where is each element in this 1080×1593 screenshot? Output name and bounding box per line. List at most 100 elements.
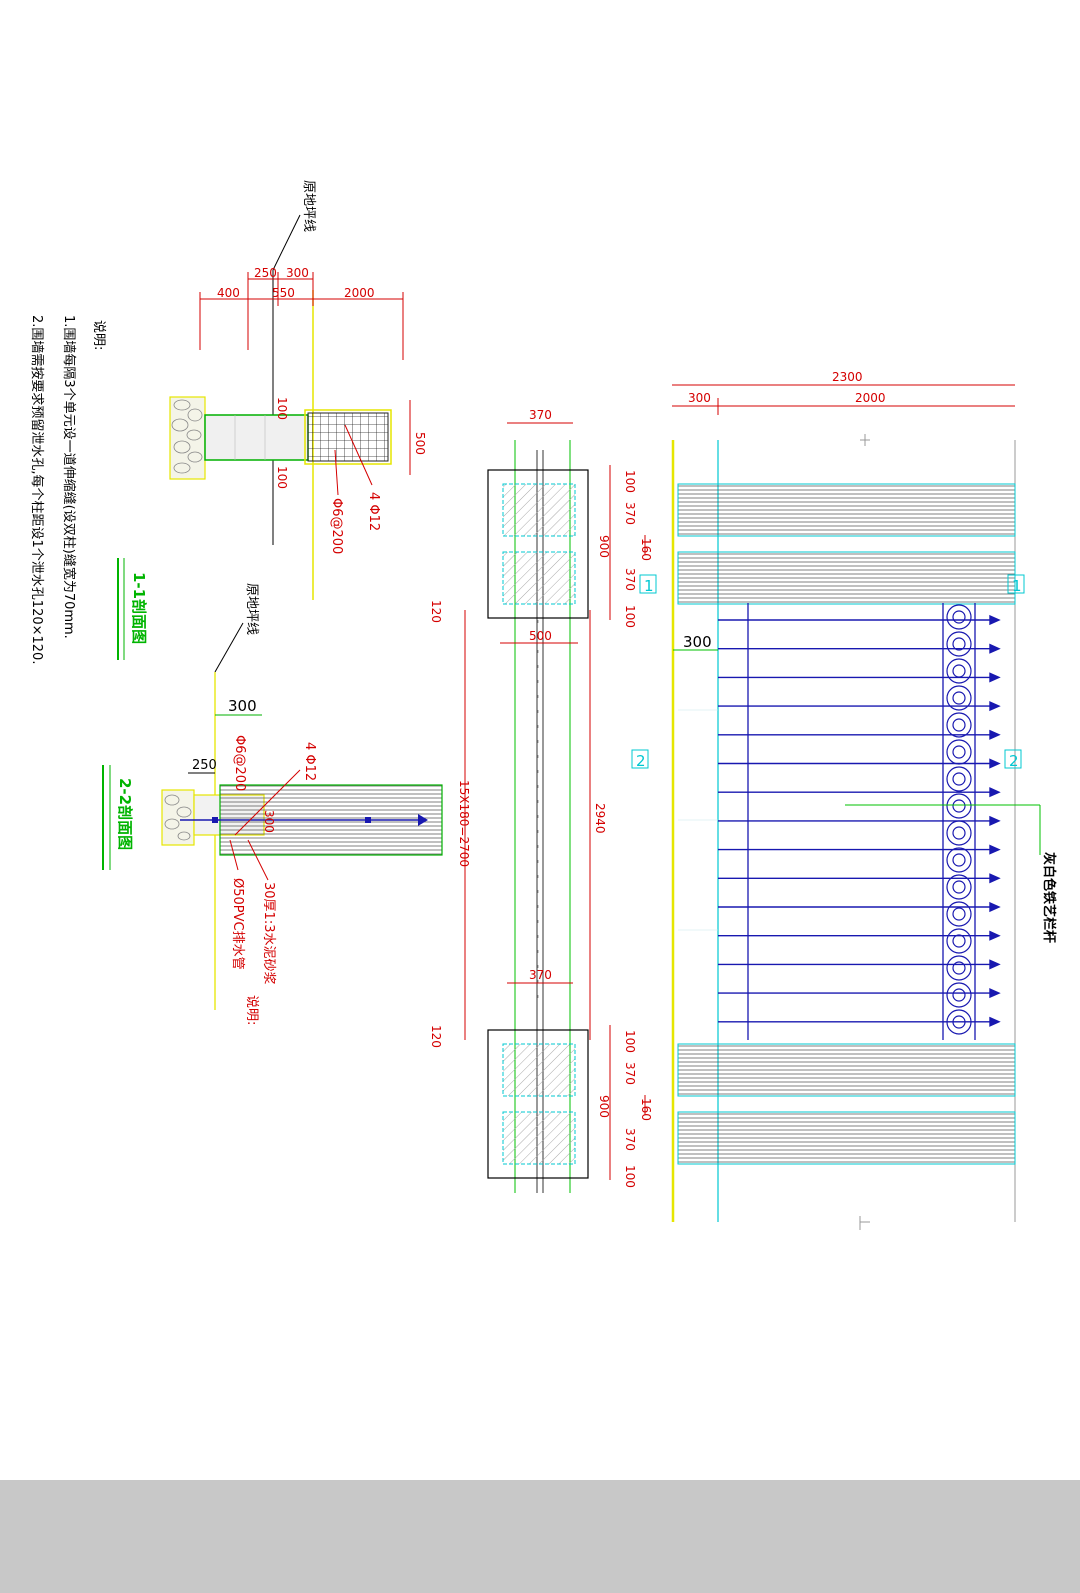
elev-dim-300: 300 [688,391,711,405]
pier-dim-160-b: 160 [639,1098,653,1121]
railing-ring-inner [952,637,966,651]
wall-block-2 [677,551,1016,605]
wall-block-4 [677,1111,1016,1165]
dim-100-top: 100 [275,397,289,420]
section-1-1-title: 1-1剖面图 [130,572,148,644]
pier-dim-370-a: 370 [623,502,637,525]
railing-tip [989,959,1001,970]
pier-dim-100-a: 100 [623,470,637,493]
railing-ring [946,1009,972,1035]
wall-block-1 [677,483,1016,537]
rebar-cage [307,412,389,462]
railing-ring [946,766,972,792]
dim-250: 250 [254,266,277,280]
railing-tip [989,787,1001,798]
pier-dim-100-b: 100 [623,605,637,628]
pier-dim-100-c: 100 [623,1030,637,1053]
railing-ring-inner [952,691,966,705]
pier-dim-370-c: 370 [623,1062,637,1085]
railing-ring-inner [952,988,966,1002]
railing-ring [946,658,972,684]
section-1-1: 原地坪线 400 550 2000 250 300 [117,180,427,660]
dim-2000: 2000 [344,286,375,300]
railing-ring [946,928,972,954]
railing-ring-inner [952,961,966,975]
bottom-bar [0,1480,1080,1593]
railing-tip [989,729,1001,740]
concrete-base [204,414,309,461]
railing-tip [989,614,1001,626]
plan-view: 370 500 370 2940 15X180=2700 120 120 100… [429,408,653,1193]
railing-ring-inner [952,745,966,759]
section-2-2-title: 2-2剖面图 [116,778,134,850]
railing-ring [946,901,972,927]
elev-dim-300-side: 300 [683,633,712,651]
plan-dim-370-top: 370 [529,408,552,422]
plan-dim-span: 15X180=2700 [457,780,471,867]
elevation-view: 2300 300 2000 300 1 1 2 2 [631,370,1057,1230]
railing-tip [989,1016,1001,1027]
railing-ring [946,847,972,873]
pier-dim-900-b: 900 [597,1095,611,1118]
railing-ring [946,685,972,711]
railing-tip [989,701,1001,712]
elev-dim-2000: 2000 [855,391,886,405]
railing-ring [946,739,972,765]
wall-block-3 [677,1043,1016,1097]
pier-bottom [487,1029,589,1179]
mortar-label: 30厚1:3水泥砂浆 [261,882,276,984]
railing-ring [946,604,972,630]
pier-dim-370-b: 370 [623,568,637,591]
note-label-2-2: 说明: [244,995,259,1025]
cut-mark-2-right: 2 [1009,752,1019,770]
railing-ring [946,955,972,981]
pier-dim-160-a: 160 [639,538,653,561]
dim-400: 400 [217,286,240,300]
railing-ring [946,874,972,900]
notes-block: 说明: 1.围墙每隔3个单元设一道伸缩缝(设双柱)缝宽为70mm. 2.围墙需按… [29,315,106,664]
dim-550: 550 [272,286,295,300]
railing-tip [989,844,1001,855]
railing-tip [989,815,1001,826]
dim-250-2-2: 250 [192,758,217,773]
railing-tip [989,930,1001,941]
railing-ring [946,820,972,846]
railing-ring [946,631,972,657]
railing-ring [946,982,972,1008]
dim-300: 300 [286,266,309,280]
pier-top [487,469,589,619]
cad-drawing: 说明: 1.围墙每隔3个单元设一道伸缩缝(设双柱)缝宽为70mm. 2.围墙需按… [29,180,1057,1230]
railing-ring [946,793,972,819]
railing-tip [989,901,1001,913]
pier-dim-900-a: 900 [597,535,611,558]
section-2-2-ground-label: 原地坪线 [244,583,259,635]
cut-mark-1-right: 1 [1012,577,1022,595]
rebar-stirrup-2-2: Φ6@200 [232,735,247,791]
pier-dim-370-d: 370 [623,1128,637,1151]
railing-ring-inner [952,907,966,921]
pier-dim-100-d: 100 [623,1165,637,1188]
plan-dim-120-bot: 120 [429,1025,443,1048]
plan-dim-2940: 2940 [593,803,607,834]
railing-ring-inner [952,799,966,813]
dim-500: 500 [413,432,427,455]
dim-100-bot: 100 [275,466,289,489]
railing-tip [989,672,1001,683]
notes-heading: 说明: [91,320,106,350]
railing-label: 灰白色铁艺栏杆 [1041,852,1057,943]
railing-ring-inner [952,664,966,678]
plan-dim-120-top: 120 [429,600,443,623]
section-1-1-ground-label: 原地坪线 [301,180,316,232]
plan-dim-500: 500 [529,629,552,643]
drain-pipe-label: Ø50PVC排水管 [230,878,245,970]
dim-300-2-2: 300 [228,697,257,715]
cut-mark-2-left: 2 [636,752,646,770]
railing-tip [989,758,1001,769]
railing-ring-inner [952,934,966,948]
railing-ring-inner [952,853,966,867]
railing-tip [989,873,1001,884]
railing-ring [946,712,972,738]
railing-ring-inner [952,772,966,786]
rebar-main-2-2: 4 Φ12 [302,742,317,781]
cut-mark-1-left: 1 [644,577,654,595]
